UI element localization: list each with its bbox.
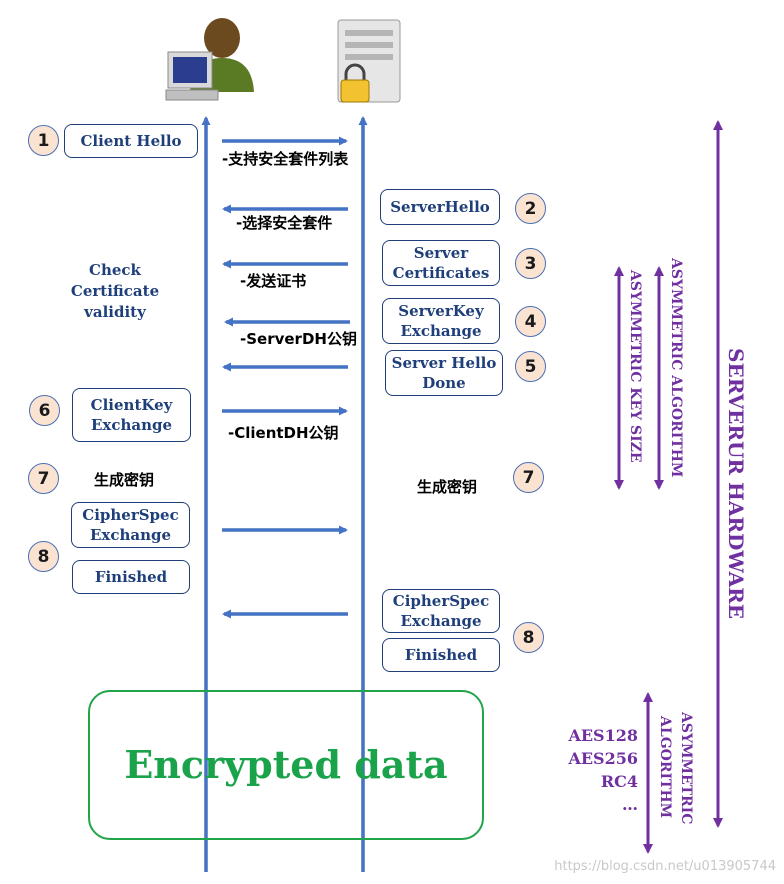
server-finished-box: Finished <box>382 638 500 672</box>
server-certs-label-2: Certificates <box>392 264 490 282</box>
server-cipher-label-2: Exchange <box>400 612 482 630</box>
client-cipher-label-1: CipherSpec <box>82 506 179 524</box>
server-hardware-label: SERVERUR HARDWARE <box>724 348 748 619</box>
client-key-label-1: ClientKey <box>90 396 173 414</box>
sym-algorithm-label-2: ALGORITHM <box>657 716 673 819</box>
label-keygen-server: 生成密钥 <box>417 478 478 496</box>
encrypted-data-label: Encrypted data <box>124 742 448 787</box>
check-certificate-validity: Check Certificate validity <box>60 260 170 323</box>
client-computer-icon <box>165 18 254 101</box>
client-finished-box: Finished <box>72 560 190 594</box>
client-finished-label: Finished <box>94 568 168 586</box>
server-cipher-label-1: CipherSpec <box>392 592 490 610</box>
server-cipher-spec-box: CipherSpec Exchange <box>382 589 500 633</box>
label-server-dh: -ServerDH公钥 <box>240 330 357 348</box>
check-line-1: Check <box>89 261 141 279</box>
client-cipher-label-2: Exchange <box>89 526 172 544</box>
server-hello-label: ServerHello <box>390 198 490 216</box>
step-badge-8-server: 8 <box>513 622 544 653</box>
client-hello-label: Client Hello <box>80 132 182 150</box>
server-hello-box: ServerHello <box>380 189 500 225</box>
step-badge-4: 4 <box>515 306 546 337</box>
step-badge-7-client: 7 <box>28 463 59 494</box>
server-finished-label: Finished <box>404 646 478 664</box>
label-send-cert: -发送证书 <box>240 272 307 290</box>
hello-done-label-2: Done <box>422 374 466 392</box>
step-badge-3: 3 <box>515 248 546 279</box>
step-badge-8-client: 8 <box>28 541 59 572</box>
cipher-rc4: RC4 <box>600 772 638 791</box>
server-hello-done-box: Server Hello Done <box>385 350 503 396</box>
client-key-label-2: Exchange <box>90 416 173 434</box>
step-badge-6: 6 <box>29 395 60 426</box>
hello-done-label-1: Server Hello <box>391 354 497 372</box>
server-certs-label-1: Server <box>413 244 469 262</box>
label-keygen-client: 生成密钥 <box>94 471 155 489</box>
label-client-dh: -ClientDH公钥 <box>228 424 339 442</box>
client-cipher-spec-box: CipherSpec Exchange <box>71 502 190 548</box>
server-key-exchange-box: ServerKey Exchange <box>382 298 500 344</box>
cipher-aes256: AES256 <box>568 749 638 768</box>
server-certificates-box: Server Certificates <box>382 240 500 286</box>
client-hello-box: Client Hello <box>64 124 198 158</box>
step-badge-2: 2 <box>515 193 546 224</box>
check-line-3: validity <box>84 303 146 321</box>
encrypted-data-box <box>88 690 484 840</box>
step-badge-1: 1 <box>28 125 59 156</box>
cipher-ellipsis: … <box>622 795 638 814</box>
sym-algorithm-label-1: ASYMMETRIC <box>678 712 694 825</box>
server-key-label-2: Exchange <box>400 322 482 340</box>
cipher-list: AES128 AES256 RC4 … <box>560 724 638 816</box>
asym-key-size-label: ASYMMETRIC KEY SIZE <box>627 270 643 463</box>
label-cipher-list: -支持安全套件列表 <box>222 150 349 168</box>
step-badge-5: 5 <box>515 351 546 382</box>
asym-algorithm-label: ASYMMETRIC ALGORITHM <box>668 258 684 478</box>
server-lock-icon <box>337 19 401 103</box>
check-line-2: Certificate <box>70 282 160 300</box>
client-key-exchange-box: ClientKey Exchange <box>72 388 191 442</box>
watermark: https://blog.csdn.net/u013905744 <box>554 859 776 874</box>
cipher-aes128: AES128 <box>568 726 638 745</box>
label-choose-cipher: -选择安全套件 <box>236 214 333 232</box>
step-badge-7-server: 7 <box>513 462 544 493</box>
server-key-label-1: ServerKey <box>398 302 484 320</box>
